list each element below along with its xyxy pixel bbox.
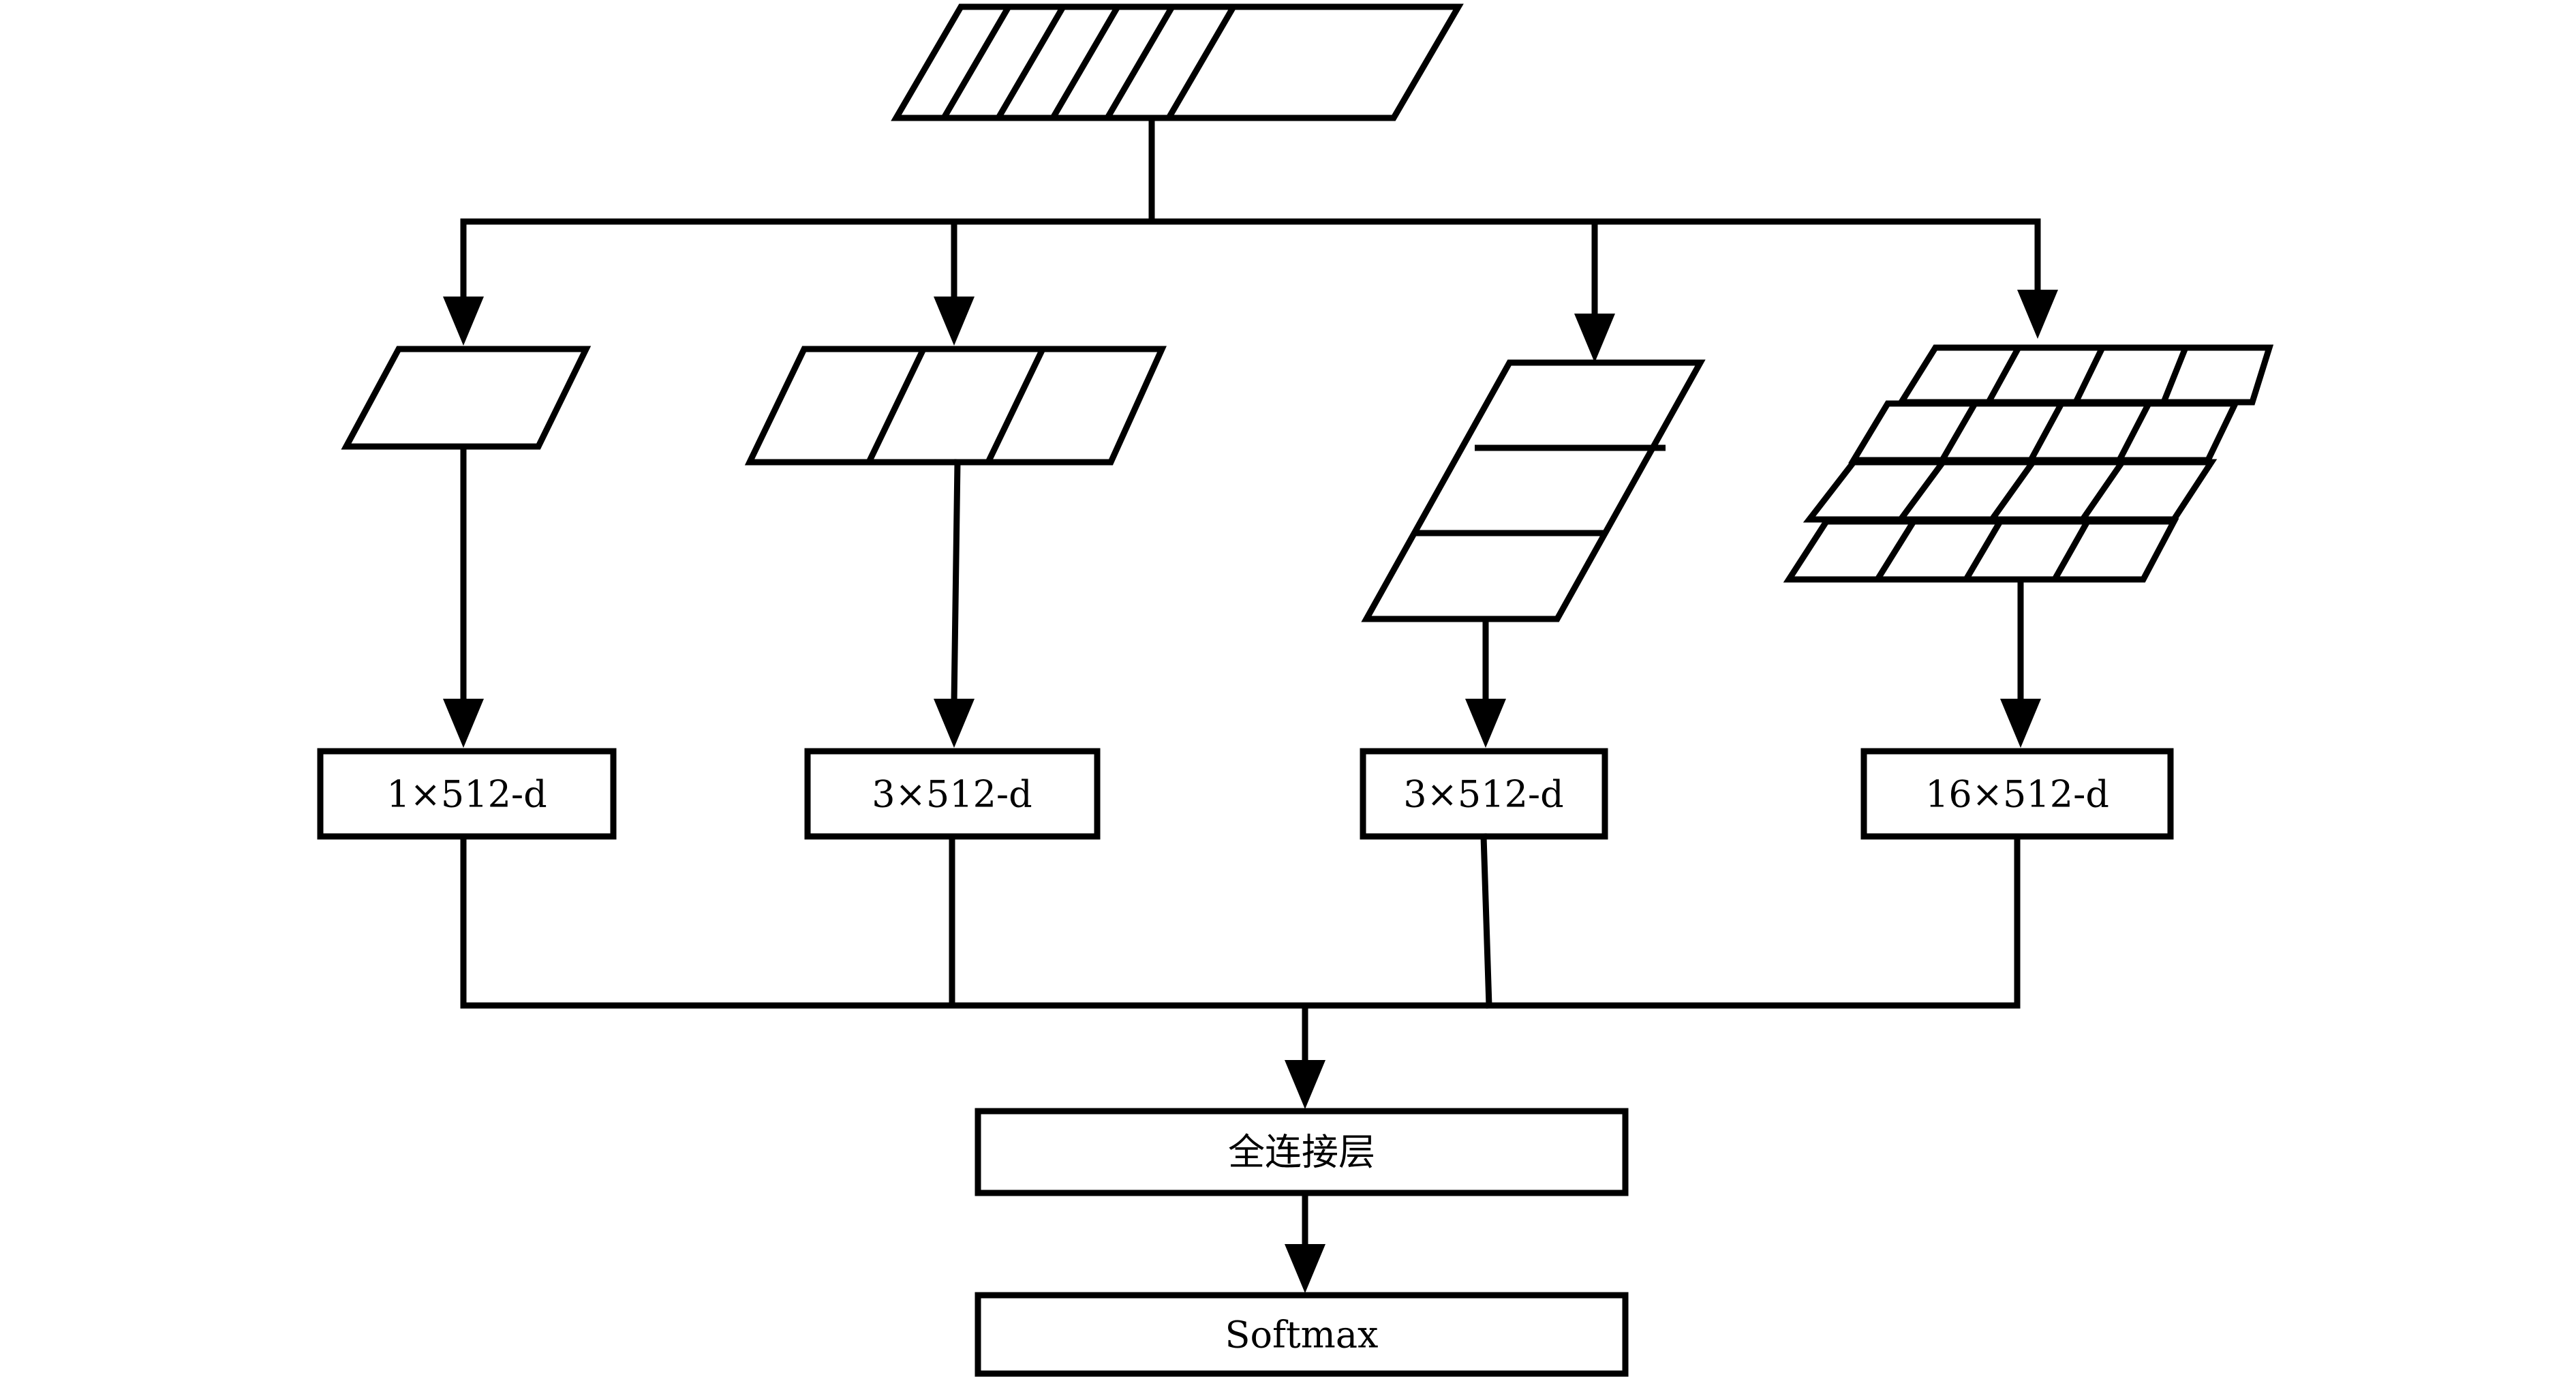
vector-label-2: 3×512-d bbox=[872, 773, 1032, 816]
softmax-label: Softmax bbox=[1225, 1314, 1378, 1357]
arrow-to-vector-1 bbox=[443, 699, 484, 748]
arrow-to-vector-2 bbox=[934, 699, 975, 748]
pooling-grid-3x1 bbox=[1361, 359, 1706, 622]
vector-box-1: 1×512-d bbox=[317, 748, 617, 840]
arrow-to-pool-3x1 bbox=[1574, 314, 1615, 363]
pool-to-vector-connectors bbox=[460, 443, 2024, 706]
arrow-to-pool-1x1 bbox=[443, 297, 484, 346]
distribution-connector bbox=[460, 115, 2041, 320]
vector-box-4: 16×512-d bbox=[1860, 748, 2174, 840]
pooling-grid-1x1 bbox=[341, 346, 592, 450]
softmax-box: Softmax bbox=[975, 1292, 1629, 1377]
arrow-to-fc-layer bbox=[1285, 1060, 1325, 1109]
pooling-grid-1x3 bbox=[744, 346, 1167, 466]
vector-label-1: 1×512-d bbox=[386, 773, 547, 816]
vector-label-3: 3×512-d bbox=[1403, 773, 1564, 816]
vector-label-4: 16×512-d bbox=[1925, 773, 2109, 816]
arrow-to-softmax bbox=[1285, 1244, 1325, 1293]
arrow-to-pool-4x4 bbox=[2017, 290, 2058, 339]
fc-layer-box: 全连接层 bbox=[975, 1108, 1629, 1196]
pooling-grid-4x4 bbox=[1783, 344, 2274, 583]
fc-layer-label: 全连接层 bbox=[1228, 1131, 1375, 1174]
arrow-to-vector-4 bbox=[2000, 699, 2041, 748]
vector-box-3: 3×512-d bbox=[1360, 748, 1608, 840]
vector-box-2: 3×512-d bbox=[804, 748, 1101, 840]
arrow-to-vector-3 bbox=[1465, 699, 1506, 748]
arrow-to-pool-1x3 bbox=[934, 297, 975, 346]
input-feature-map bbox=[891, 3, 1464, 121]
merge-connector bbox=[460, 833, 2021, 1067]
